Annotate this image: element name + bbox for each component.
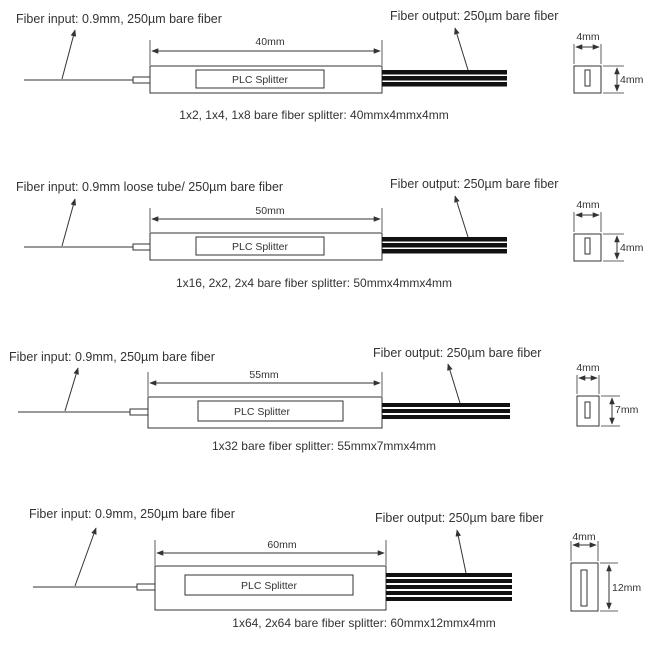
output-pointer-arrow — [454, 195, 469, 238]
height-dimension-label: 7mm — [615, 404, 639, 416]
plc-chip-label: PLC Splitter — [232, 241, 289, 253]
fiber-output-label: Fiber output: 250µm bare fiber — [390, 9, 558, 23]
end-view-chip — [580, 569, 588, 607]
end-view-chip — [584, 237, 591, 255]
fiber-output-label: Fiber output: 250µm bare fiber — [390, 177, 558, 191]
fiber-boot — [132, 243, 151, 251]
height-dimension-label: 4mm — [620, 242, 644, 254]
plc-chip-label: PLC Splitter — [241, 580, 298, 592]
input-pointer-arrow — [61, 198, 77, 247]
splitter-spec-3: Fiber input: 0.9mm, 250µm bare fiber PLC… — [9, 346, 639, 453]
splitter-caption: 1x16, 2x2, 2x4 bare fiber splitter: 50mm… — [176, 276, 452, 290]
plc-chip — [195, 236, 325, 256]
length-dimension-label: 40mm — [255, 36, 284, 48]
fiber-input-label: Fiber input: 0.9mm, 250µm bare fiber — [16, 12, 222, 26]
length-dimension-label: 55mm — [249, 369, 278, 381]
length-dimension-label: 60mm — [267, 539, 296, 551]
input-pointer-arrow — [64, 367, 79, 412]
plc-chip — [195, 69, 325, 89]
end-view-chip — [584, 401, 591, 419]
length-dimension-label: 50mm — [255, 205, 284, 217]
height-dimension-label: 12mm — [612, 582, 641, 594]
height-dimension-label: 4mm — [620, 74, 644, 86]
fiber-output-label: Fiber output: 250µm bare fiber — [373, 346, 541, 360]
splitter-spec-4: Fiber input: 0.9mm, 250µm bare fiber PLC… — [29, 507, 641, 630]
fiber-boot — [132, 76, 151, 84]
splitter-spec-1: Fiber input: 0.9mm, 250µm bare fiber PLC… — [16, 9, 644, 122]
splitter-caption: 1x32 bare fiber splitter: 55mmx7mmx4mm — [212, 439, 436, 453]
end-view-chip — [584, 69, 591, 87]
output-fiber-ribbon — [386, 573, 512, 601]
output-fiber-ribbon — [382, 70, 507, 87]
splitter-caption: 1x64, 2x64 bare fiber splitter: 60mmx12m… — [232, 616, 495, 630]
plc-chip-label: PLC Splitter — [234, 406, 291, 418]
width-dimension-label: 4mm — [576, 199, 600, 211]
plc-chip — [184, 574, 354, 596]
fiber-output-label: Fiber output: 250µm bare fiber — [375, 511, 543, 525]
fiber-input-label: Fiber input: 0.9mm, 250µm bare fiber — [9, 350, 215, 364]
fiber-boot — [136, 583, 156, 591]
splitter-spec-2: Fiber input: 0.9mm loose tube/ 250µm bar… — [16, 177, 644, 290]
fiber-input-label: Fiber input: 0.9mm, 250µm bare fiber — [29, 507, 235, 521]
output-fiber-ribbon — [382, 237, 507, 254]
plc-chip — [197, 400, 344, 422]
splitter-caption: 1x2, 1x4, 1x8 bare fiber splitter: 40mmx… — [179, 108, 448, 122]
input-pointer-arrow — [61, 29, 77, 80]
fiber-boot — [129, 408, 149, 416]
plc-chip-label: PLC Splitter — [232, 74, 289, 86]
width-dimension-label: 4mm — [572, 531, 596, 543]
output-fiber-ribbon — [382, 403, 510, 419]
output-pointer-arrow — [447, 363, 461, 404]
input-pointer-arrow — [74, 527, 97, 587]
fiber-input-label: Fiber input: 0.9mm loose tube/ 250µm bar… — [16, 180, 283, 194]
width-dimension-label: 4mm — [576, 31, 600, 43]
output-pointer-arrow — [454, 27, 469, 71]
output-pointer-arrow — [455, 529, 467, 574]
width-dimension-label: 4mm — [576, 362, 600, 374]
